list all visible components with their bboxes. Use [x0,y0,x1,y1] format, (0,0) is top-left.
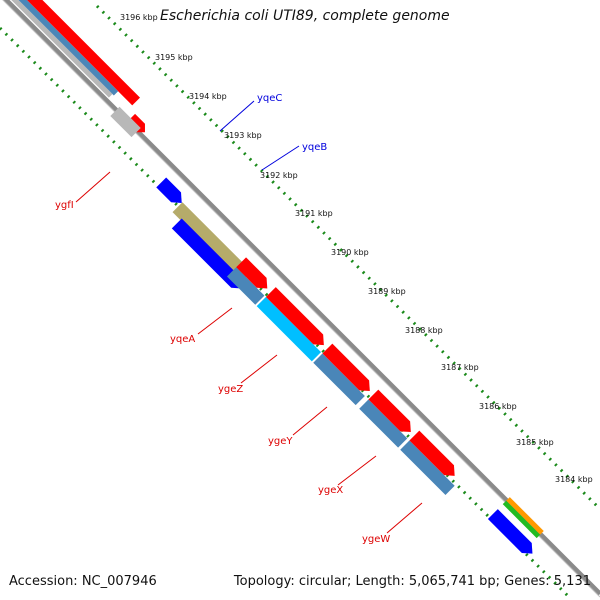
gene-feature-yqeC[interactable] [156,177,186,207]
gene-feature-ygeY-steel[interactable] [313,353,365,406]
kbp-tick-label: 3196 kbp [120,13,158,22]
gene-label-leader [219,100,255,132]
kbp-tick-labels: 3196 kbp 3195 kbp 3194 kbp 3193 kbp 3192 kbp… [120,13,593,484]
kbp-tick-label: 3184 kbp [555,475,593,484]
gene-feature-ygfI-upper-1[interactable] [13,0,141,106]
gene-label-ygeY[interactable]: ygeY [268,436,293,447]
gene-label-yqeA[interactable]: yqeA [170,334,195,345]
kbp-tick-label: 3186 kbp [479,402,517,411]
gene-label-leader [386,502,423,534]
gene-label-yqeC[interactable]: yqeC [257,93,282,104]
gene-label-leader [197,307,233,335]
gene-label-ygeZ[interactable]: ygeZ [218,384,243,395]
kbp-tick-label: 3191 kbp [295,209,333,218]
gene-feature-right-blue[interactable] [487,509,537,558]
kbp-tick-label: 3188 kbp [405,326,443,335]
kbp-tick-label: 3192 kbp [260,171,298,180]
kbp-tick-label: 3193 kbp [224,131,262,140]
gene-label-leader [261,145,300,171]
genome-summary-text: Topology: circular; Length: 5,065,741 bp… [233,574,591,589]
gene-label-leader [240,354,278,384]
gene-label-leader [292,406,328,436]
gene-feature-ygfI-upper-3[interactable] [5,0,113,98]
gene-label-yqeB[interactable]: yqeB [302,142,327,153]
gene-feature-ygeW-steel[interactable] [400,440,455,495]
kbp-tick-label: 3195 kbp [155,53,193,62]
gene-feature-ygeX-steel[interactable] [359,399,408,448]
gene-label-ygeW[interactable]: ygeW [362,534,390,545]
gene-label-ygfI[interactable]: ygfI [55,200,74,211]
gene-label-leader [337,455,377,486]
gene-feature-ygfI-upper-2[interactable] [9,0,119,96]
gene-label-ygeX[interactable]: ygeX [318,485,343,496]
genome-title: Escherichia coli UTI89, complete genome [160,8,450,24]
gene-feature-ygeY-red[interactable] [322,343,374,396]
kbp-tick-label: 3189 kbp [368,287,406,296]
gene-feature-right-orange[interactable] [506,497,544,535]
gene-label-leaders [75,100,423,534]
gene-feature-ygeW-red[interactable] [409,430,459,481]
gene-feature-yqeA-steel[interactable] [226,267,265,305]
gene-feature-ygeZ-red[interactable] [265,287,329,350]
kbp-tick-label: 3185 kbp [516,438,554,447]
gene-label-leader [75,171,111,203]
gene-feature-ygfI-small[interactable] [110,106,141,138]
accession-text: Accession: NC_007946 [9,574,157,589]
gene-feature-ygeX-red[interactable] [368,389,415,437]
gene-label-names: yqeC yqeB ygfI yqeA ygeZ ygeY ygeX ygeW [55,93,390,545]
outer-tick-track [95,4,600,511]
gene-feature-yqeB[interactable] [171,218,247,293]
kbp-tick-label: 3194 kbp [189,92,227,101]
kbp-tick-label: 3190 kbp [331,248,369,257]
gene-feature-yqeA-red[interactable] [236,257,272,293]
gene-feature-ygeZ-cyan[interactable] [256,296,322,362]
kbp-tick-label: 3187 kbp [441,363,479,372]
gene-feature-yqeB-olive[interactable] [172,202,252,282]
gene-feature-right-green[interactable] [502,500,541,539]
